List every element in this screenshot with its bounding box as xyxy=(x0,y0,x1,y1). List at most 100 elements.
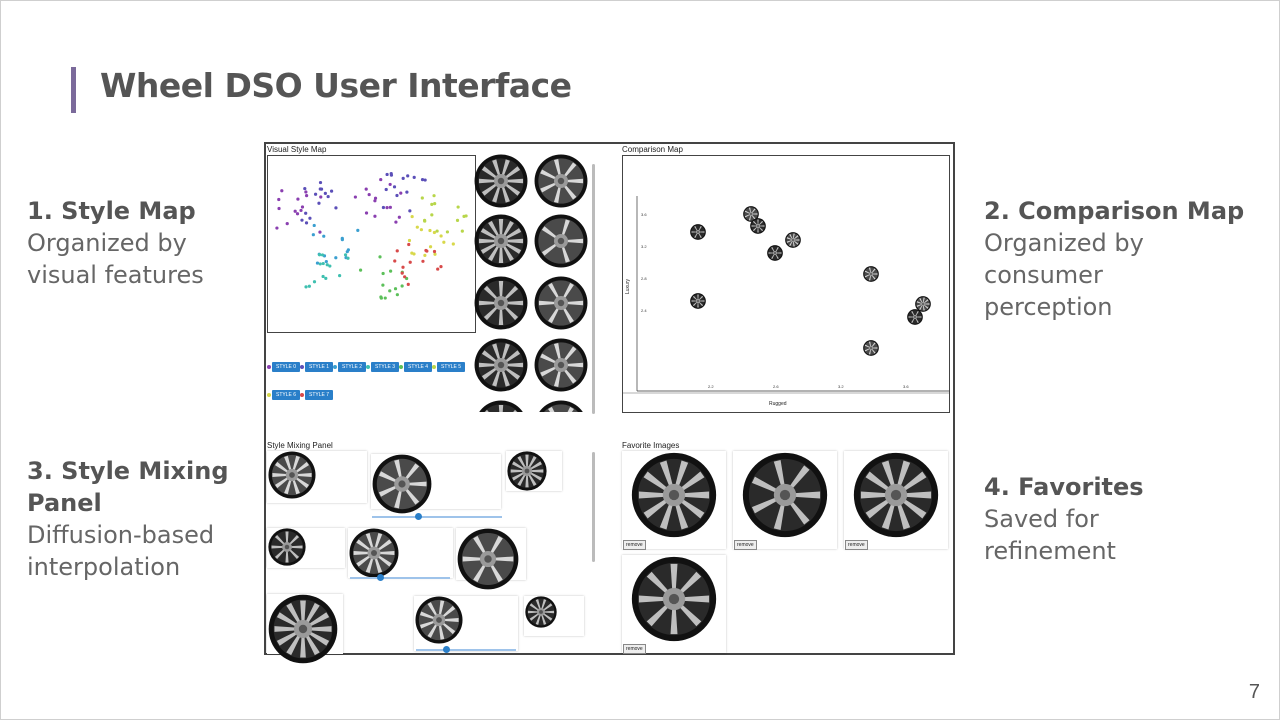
mix-card[interactable] xyxy=(267,594,343,664)
style-grid-overflow xyxy=(474,400,598,412)
scatter-point xyxy=(451,242,455,246)
scatter-point xyxy=(358,268,363,272)
mix-card[interactable] xyxy=(267,528,345,568)
title-accent-bar xyxy=(71,67,76,113)
remove-favorite-button[interactable]: remove xyxy=(623,540,646,550)
remove-favorite-button[interactable]: remove xyxy=(845,540,868,550)
scatter-point xyxy=(401,265,405,269)
scatter-point xyxy=(340,238,344,242)
mix-slider-knob[interactable] xyxy=(414,513,422,520)
style-button-0[interactable]: STYLE 0 xyxy=(272,362,301,372)
scatter-point xyxy=(420,178,425,182)
scatter-point xyxy=(320,253,325,257)
comparison-map-desc-3: perception xyxy=(984,293,1113,321)
mix-card[interactable] xyxy=(348,528,453,578)
scatter-point xyxy=(364,187,368,191)
mix-card[interactable] xyxy=(371,454,501,514)
scatter-point xyxy=(455,218,460,222)
comparison-wheel-icon xyxy=(863,340,879,356)
mix-wheel-icon xyxy=(349,528,399,578)
mix-slider-track[interactable] xyxy=(350,577,450,579)
comparison-wheel-icon xyxy=(690,224,706,240)
scatter-point xyxy=(388,289,392,293)
style-scatter-plot[interactable] xyxy=(267,155,476,333)
style-button-2[interactable]: STYLE 2 xyxy=(338,362,367,372)
scatter-point xyxy=(412,175,416,179)
scatter-point xyxy=(325,263,329,267)
style-grid-wheel-icon xyxy=(474,214,528,268)
comparison-map-heading: 2. Comparison Map xyxy=(984,197,1245,225)
scatter-point xyxy=(321,274,325,279)
scatter-point xyxy=(328,264,332,268)
favorite-wheel-icon xyxy=(631,556,717,642)
comparison-wheel-icon xyxy=(750,218,766,234)
scatter-point xyxy=(304,211,308,215)
slide-title: Wheel DSO User Interface xyxy=(100,66,572,105)
style-button-7[interactable]: STYLE 7 xyxy=(305,390,334,400)
scatter-point xyxy=(388,205,392,209)
scatter-point xyxy=(408,209,412,213)
mix-card[interactable] xyxy=(524,596,584,636)
scatter-point xyxy=(410,214,414,219)
scatter-point xyxy=(308,216,312,220)
mix-card[interactable] xyxy=(267,451,367,503)
style-grid-wheel-icon xyxy=(534,276,588,330)
scatter-point xyxy=(439,234,443,238)
x-axis-label: Rugged xyxy=(769,401,787,407)
style-color-dot xyxy=(267,393,271,397)
comparison-map-desc-2: consumer xyxy=(984,261,1103,289)
scatter-point xyxy=(456,205,460,209)
mix-slider-track[interactable] xyxy=(416,649,516,651)
style-color-dot xyxy=(399,365,403,369)
comparison-wheel-icon xyxy=(907,309,923,325)
scatter-point xyxy=(400,271,404,275)
mix-card[interactable] xyxy=(414,596,518,651)
scatter-point xyxy=(407,238,412,243)
style-button-5[interactable]: STYLE 5 xyxy=(437,362,466,372)
mix-card[interactable] xyxy=(456,528,526,590)
style-button-4[interactable]: STYLE 4 xyxy=(404,362,433,372)
mixing-scrollbar[interactable] xyxy=(592,452,595,562)
remove-favorite-button[interactable]: remove xyxy=(623,644,646,654)
scatter-point xyxy=(313,192,318,196)
favorites-desc-1: Saved for xyxy=(984,505,1099,533)
mix-slider-knob[interactable] xyxy=(377,574,384,581)
scatter-point xyxy=(373,196,378,200)
scatter-point xyxy=(275,226,279,230)
scatter-point xyxy=(421,259,425,263)
remove-favorite-button[interactable]: remove xyxy=(734,540,757,550)
scatter-point xyxy=(430,202,434,206)
style-button-1[interactable]: STYLE 1 xyxy=(305,362,334,372)
scatter-point xyxy=(422,218,427,223)
page-number: 7 xyxy=(1248,681,1260,703)
scatter-point xyxy=(293,209,297,213)
style-mixing-desc-2: interpolation xyxy=(27,553,181,581)
scatter-point xyxy=(389,269,393,273)
style-button-3[interactable]: STYLE 3 xyxy=(371,362,400,372)
style-grid-scrollbar[interactable] xyxy=(592,164,595,414)
favorites-label: 4. Favorites Saved for refinement xyxy=(984,471,1144,567)
scatter-point xyxy=(407,242,411,247)
style-button-6[interactable]: STYLE 6 xyxy=(272,390,301,400)
scatter-point xyxy=(300,205,305,209)
scatter-point xyxy=(435,229,439,233)
scatter-point xyxy=(295,212,300,216)
scatter-point xyxy=(412,252,416,256)
style-map-desc-2: visual features xyxy=(27,261,204,289)
favorite-card: remove xyxy=(844,451,948,550)
scatter-point xyxy=(319,187,324,191)
comparison-wheel-icon xyxy=(767,245,783,261)
mix-card[interactable] xyxy=(506,451,562,491)
style-mixing-panel-title: Style Mixing Panel xyxy=(267,441,333,450)
favorites-heading: 4. Favorites xyxy=(984,473,1144,501)
scatter-point xyxy=(381,283,385,287)
style-grid-wheel-icon xyxy=(539,400,583,412)
x-tick-label: 3.6 xyxy=(903,384,909,389)
style-grid-wheel-icon xyxy=(479,400,523,412)
scatter-point xyxy=(432,194,436,198)
comparison-wheel-icon xyxy=(785,232,801,248)
mix-slider-track[interactable] xyxy=(372,516,502,518)
mix-slider-knob[interactable] xyxy=(443,646,450,653)
